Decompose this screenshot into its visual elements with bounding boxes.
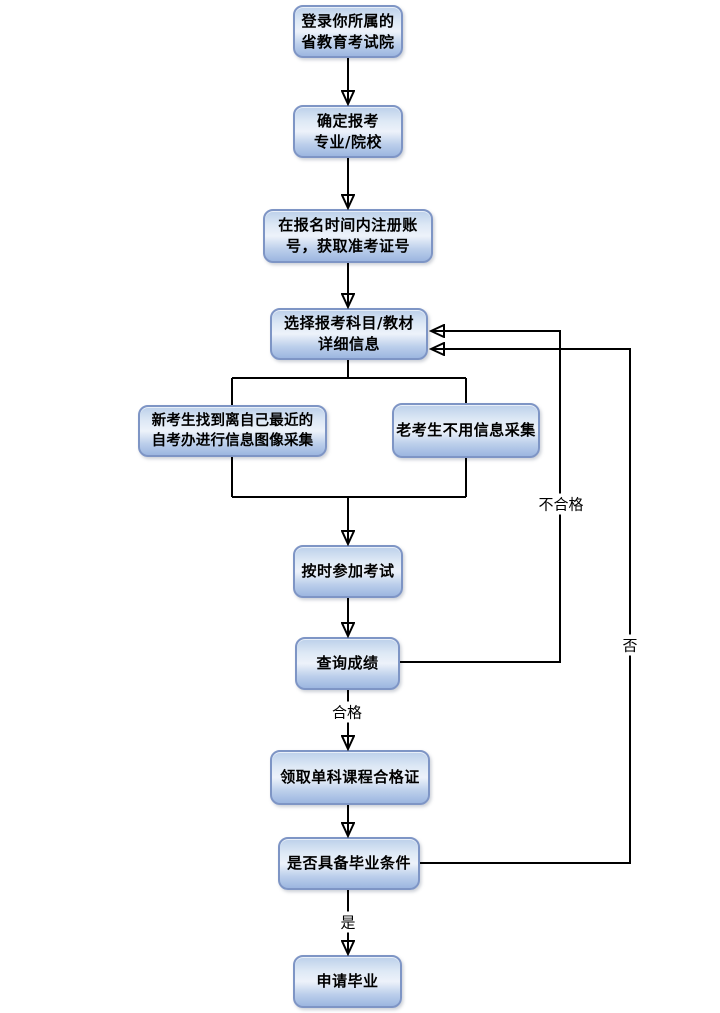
- flow-node-apply-graduation-label: 申请毕业: [316, 972, 379, 991]
- edge-label-yes: 是: [338, 911, 358, 933]
- flow-node-login: 登录你所属的 省教育考试院: [293, 5, 403, 58]
- flow-node-new-student-collection: 新考生找到离自己最近的 自考办进行信息图像采集: [138, 405, 327, 457]
- flow-node-attend-exam: 按时参加考试: [293, 545, 403, 598]
- flow-node-graduation-check: 是否具备毕业条件: [278, 837, 420, 890]
- edge-label-fail: 不合格: [536, 493, 586, 515]
- flow-node-register-account: 在报名时间内注册账 号，获取准考证号: [263, 209, 433, 263]
- flow-node-check-results-label: 查询成绩: [316, 654, 379, 673]
- flow-node-choose-major: 确定报考 专业/院校: [293, 105, 403, 158]
- flow-node-old-student-no-collection: 老考生不用信息采集: [392, 403, 540, 458]
- edge-label-no: 否: [620, 634, 640, 656]
- flow-node-login-label: 登录你所属的 省教育考试院: [301, 11, 395, 51]
- flow-node-get-certificate: 领取单科课程合格证: [270, 750, 430, 805]
- flow-node-select-subjects-label: 选择报考科目/教材 详细信息: [284, 314, 414, 353]
- flow-node-graduation-check-label: 是否具备毕业条件: [286, 854, 411, 873]
- flow-node-new-student-collection-label: 新考生找到离自己最近的 自考办进行信息图像采集: [151, 413, 314, 449]
- flow-node-choose-major-label: 确定报考 专业/院校: [314, 111, 382, 151]
- flow-node-check-results: 查询成绩: [295, 637, 400, 690]
- edge-label-pass: 合格: [329, 701, 365, 723]
- flow-node-apply-graduation: 申请毕业: [293, 955, 402, 1008]
- flow-node-attend-exam-label: 按时参加考试: [301, 562, 395, 581]
- flow-node-old-student-no-collection-label: 老考生不用信息采集: [396, 421, 536, 440]
- flow-node-get-certificate-label: 领取单科课程合格证: [280, 768, 420, 787]
- flow-node-select-subjects: 选择报考科目/教材 详细信息: [270, 308, 428, 360]
- flow-node-register-account-label: 在报名时间内注册账 号，获取准考证号: [278, 216, 418, 255]
